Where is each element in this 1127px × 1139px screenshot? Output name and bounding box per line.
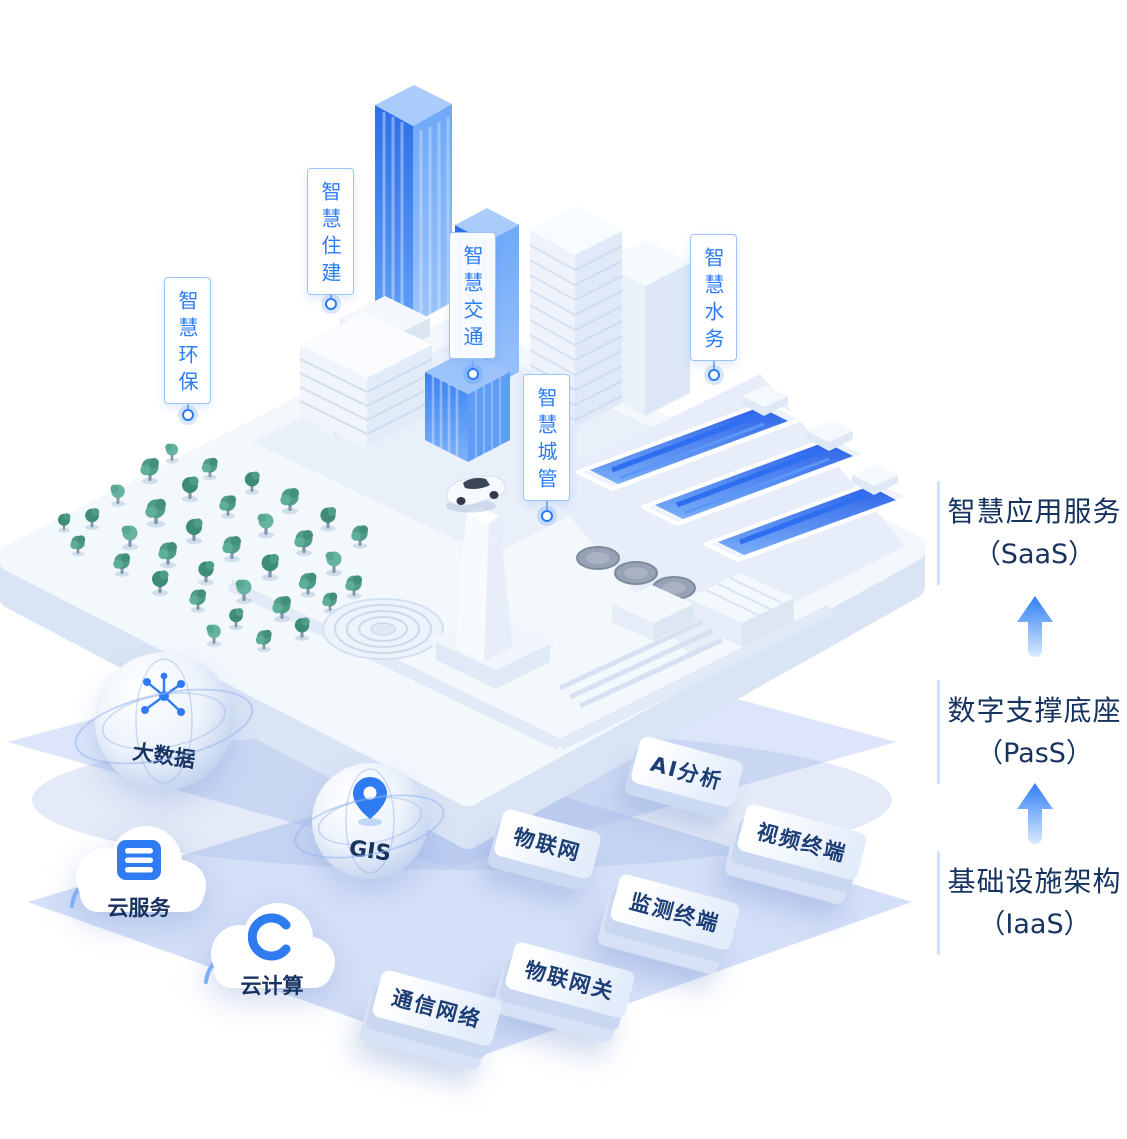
cloud-service-cloud: 云服务: [58, 810, 220, 930]
callout-smart-housing: 智慧住建: [307, 168, 354, 310]
water-treatment-pools: [558, 385, 912, 709]
callout-line: [545, 501, 548, 510]
circular-plaza: [322, 598, 444, 660]
arch-box-saas: 智慧应用服务 （SaaS）: [937, 481, 1127, 585]
callout-smart-city-management: 智慧城管: [523, 374, 570, 522]
callout-smart-environment: 智慧环保: [164, 277, 211, 421]
callout-line: [471, 359, 474, 368]
big-data-globe: 大数据: [95, 652, 233, 790]
pipes: [558, 619, 724, 709]
callout-label: 智慧城管: [523, 374, 570, 501]
pool-2: [641, 420, 869, 526]
arch-box-paas: 数字支撑底座 （PasS）: [937, 680, 1127, 784]
location-pin-icon: [353, 777, 387, 826]
arch-title: 智慧应用服务: [947, 495, 1122, 528]
slab-text: 物联网: [510, 824, 584, 866]
callout-label: 智慧住建: [307, 168, 354, 295]
callout-smart-water: 智慧水务: [690, 234, 737, 381]
up-arrow-icon: [1017, 596, 1053, 662]
plant-building-1: [688, 573, 794, 647]
network-nodes-icon: [141, 672, 185, 716]
callout-dot: [466, 368, 479, 380]
arch-title: 基础设施架构: [947, 865, 1122, 898]
callout-dot: [324, 298, 337, 310]
callout-smart-traffic: 智慧交通: [449, 232, 496, 380]
building-blue-glass: [425, 350, 510, 462]
arch-subtitle: （SaaS）: [973, 539, 1096, 570]
callout-dot: [540, 510, 553, 522]
arch-subtitle: （IaaS）: [978, 909, 1091, 940]
cloud-computing-cloud: 云计算: [194, 882, 350, 1008]
car: [446, 475, 506, 513]
pool-1: [576, 385, 804, 491]
plant-building-2: [612, 585, 694, 641]
pool-3: [704, 464, 912, 562]
callout-dot: [181, 409, 194, 421]
callout-label: 智慧水务: [690, 234, 737, 361]
server-stack-icon: [117, 840, 161, 880]
arch-box-iaas: 基础设施架构 （IaaS）: [937, 851, 1127, 955]
building-blue-skyscraper: [375, 85, 452, 324]
cloud-computing-label: 云计算: [240, 974, 304, 998]
callout-line: [712, 361, 715, 369]
callout-line: [329, 295, 332, 298]
arch-subtitle: （PasS）: [976, 738, 1093, 769]
slab-text: AI分析: [647, 751, 726, 795]
iaas-layer-plane: [28, 768, 912, 1060]
callout-label: 智慧交通: [449, 232, 496, 359]
monument-tower: [431, 507, 555, 689]
cloud-service-label: 云服务: [107, 896, 171, 920]
callout-dot: [707, 369, 720, 381]
building-white-wide: [299, 312, 433, 448]
gis-globe: GIS: [312, 763, 428, 879]
callout-label: 智慧环保: [164, 277, 211, 404]
up-arrow-icon: [1017, 783, 1053, 849]
callout-line: [186, 404, 189, 409]
c-arc-icon: [248, 913, 291, 961]
clarifier-tanks: [576, 546, 696, 600]
buildings-group: [299, 85, 690, 462]
arch-title: 数字支撑底座: [947, 694, 1122, 727]
